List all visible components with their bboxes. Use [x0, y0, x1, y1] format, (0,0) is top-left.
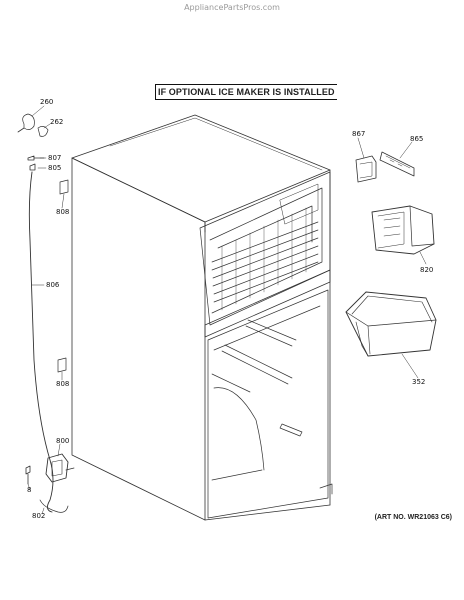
callout-800: 800	[56, 437, 70, 445]
callout-807: 807	[48, 154, 62, 162]
callout-352: 352	[412, 378, 426, 386]
freezer-compartment	[199, 171, 331, 338]
art-number: (ART NO. WR21063 C6)	[374, 514, 452, 521]
source-watermark: AppliancePartsPros.com	[184, 3, 280, 12]
ice-maker-parts	[345, 151, 437, 357]
leader-lines	[27, 105, 427, 515]
callout-262: 262	[50, 118, 64, 126]
ice-maker-banner: IF OPTIONAL ICE MAKER IS INSTALLED	[155, 84, 337, 100]
callout-805: 805	[48, 164, 62, 172]
callout-808-lower: 808	[56, 380, 70, 388]
callout-867: 867	[352, 130, 366, 138]
callout-802: 802	[32, 512, 46, 520]
callout-8: 8	[27, 486, 32, 494]
water-line-assembly	[17, 113, 75, 513]
refrigerator-cabinet	[71, 114, 331, 521]
callout-806: 806	[46, 281, 60, 289]
callout-820: 820	[420, 266, 434, 274]
callout-260: 260	[40, 98, 54, 106]
callout-808-upper: 808	[56, 208, 70, 216]
fresh-food-compartment	[207, 289, 333, 519]
callout-865: 865	[410, 135, 424, 143]
